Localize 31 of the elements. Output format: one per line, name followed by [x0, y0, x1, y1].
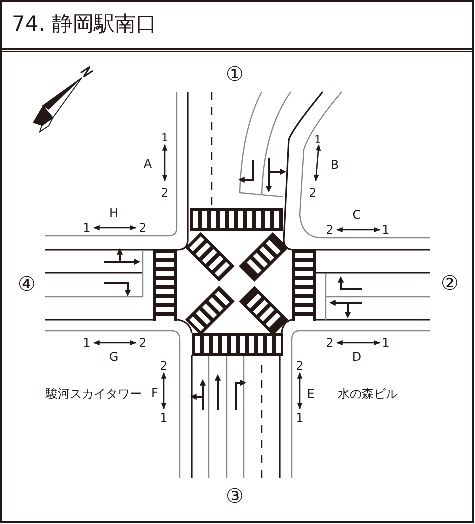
direction-letter: F: [152, 387, 158, 399]
direction-letter: G: [109, 351, 119, 363]
direction-letter: E: [307, 388, 315, 400]
end-number: 2: [139, 337, 147, 349]
approach-number: ②: [441, 273, 459, 293]
approach-number: ④: [18, 274, 36, 294]
approach-number: ①: [226, 64, 244, 84]
end-number: 1: [296, 412, 304, 424]
direction-letter: A: [144, 158, 152, 170]
direction-letter: D: [352, 351, 362, 363]
end-number: 1: [382, 337, 390, 349]
end-number: 1: [83, 222, 91, 234]
direction-letter: C: [352, 209, 362, 221]
end-number: 1: [162, 132, 168, 144]
end-number: 2: [309, 187, 317, 199]
end-number: 1: [382, 224, 390, 236]
title: 74. 静岡駅南口: [12, 11, 158, 37]
end-number: 2: [161, 187, 169, 199]
direction-letter: H: [109, 207, 119, 219]
end-number: 2: [326, 224, 334, 236]
end-number: 1: [160, 412, 168, 424]
end-number: 2: [160, 360, 168, 372]
end-number: 2: [326, 337, 334, 349]
building-name: 駿河スカイタワー: [46, 388, 142, 400]
end-number: 1: [314, 134, 322, 146]
end-number: 1: [83, 337, 91, 349]
end-number: 2: [139, 222, 147, 234]
end-number: 2: [296, 360, 304, 372]
building-name: 水の森ビル: [338, 388, 398, 400]
direction-letter: B: [330, 159, 340, 171]
approach-number: ③: [226, 486, 244, 506]
